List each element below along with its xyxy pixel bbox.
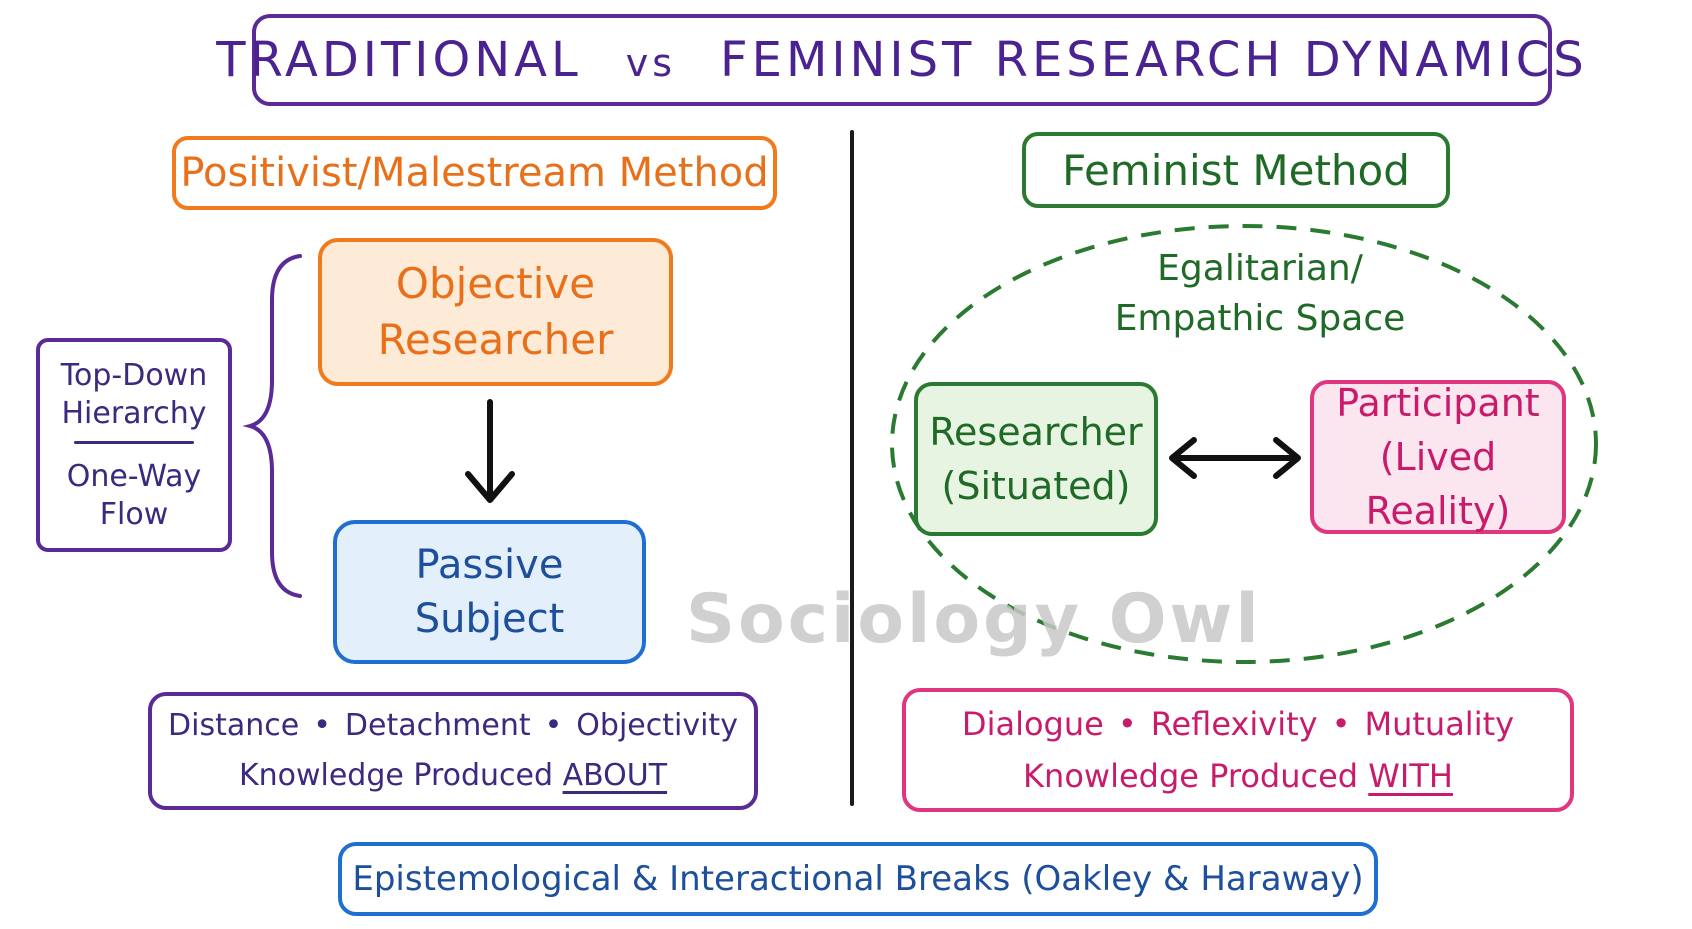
feminist-term: Mutuality (1364, 705, 1515, 743)
positivist-summary-box: Distance • Detachment • Objectivity Knowledg… (148, 692, 758, 810)
flow-line1: One-Way (66, 458, 202, 494)
positivist-term: Objectivity (576, 708, 738, 743)
hierarchy-brace (242, 254, 302, 598)
separator-dot: • (313, 708, 331, 743)
feminist-summary-box: Dialogue • Reflexivity • Mutuality Knowledge… (902, 688, 1574, 812)
flow-line2: Flow (99, 496, 169, 532)
space-label-line1: Egalitarian/ (1157, 248, 1363, 289)
feminist-term: Dialogue (961, 705, 1104, 743)
title-vs: vs (625, 41, 676, 85)
hierarchy-divider (74, 440, 194, 444)
positivist-summary-knowledge: Knowledge Produced ABOUT (239, 751, 667, 801)
participant-line2: (Lived Reality) (1365, 435, 1511, 533)
positivist-header-label: Positivist/Malestream Method (180, 150, 769, 196)
separator-dot: • (1331, 705, 1351, 743)
positivist-knowledge-emph: ABOUT (562, 758, 668, 793)
feminist-header-label: Feminist Method (1062, 145, 1410, 195)
egalitarian-space-label: Egalitarian/ Empathic Space (1080, 244, 1440, 344)
participant-line1: Participant (1336, 381, 1540, 425)
feminist-knowledge-emph: WITH (1368, 757, 1453, 795)
positivist-term: Distance (168, 708, 300, 743)
passive-subject-line2: Subject (414, 596, 565, 642)
title-right: FEMINIST RESEARCH DYNAMICS (720, 32, 1588, 88)
page-title: TRADITIONAL vs FEMINIST RESEARCH DYNAMICS (194, 32, 1609, 88)
feminist-header: Feminist Method (1022, 132, 1450, 208)
separator-dot: • (1117, 705, 1137, 743)
hierarchy-line1: Top-Down (60, 357, 208, 393)
separator-dot: • (544, 708, 563, 743)
passive-subject-box: Passive Subject (333, 520, 646, 664)
down-arrow-icon (465, 399, 515, 503)
passive-subject-line1: Passive (415, 542, 564, 588)
objective-researcher-box: Objective Researcher (318, 238, 673, 386)
egalitarian-space-ellipse (890, 224, 1598, 664)
footer-label: Epistemological & Interactional Breaks (… (352, 859, 1364, 899)
feminist-summary-knowledge: Knowledge Produced WITH (1023, 750, 1453, 802)
participant-box: Participant (Lived Reality) (1310, 380, 1566, 534)
watermark: Sociology Owl (686, 580, 1262, 659)
positivist-header: Positivist/Malestream Method (172, 136, 777, 210)
double-arrow-icon (1169, 437, 1301, 479)
hierarchy-box: Top-Down Hierarchy One-Way Flow (36, 338, 232, 552)
center-divider (850, 130, 854, 806)
situated-researcher-box: Researcher (Situated) (914, 382, 1158, 536)
situated-researcher-line2: (Situated) (941, 464, 1131, 508)
footer-box: Epistemological & Interactional Breaks (… (338, 842, 1378, 916)
title-left: TRADITIONAL (216, 32, 582, 88)
hierarchy-line2: Hierarchy (61, 395, 207, 431)
positivist-summary-terms: Distance • Detachment • Objectivity (168, 701, 738, 751)
feminist-knowledge-prefix: Knowledge Produced (1023, 757, 1359, 795)
situated-researcher-line1: Researcher (929, 410, 1143, 454)
space-label-line2: Empathic Space (1114, 298, 1406, 339)
objective-researcher-line1: Objective (395, 259, 596, 308)
feminist-summary-terms: Dialogue • Reflexivity • Mutuality (962, 698, 1514, 750)
objective-researcher-line2: Researcher (377, 315, 614, 364)
positivist-term: Detachment (344, 708, 531, 743)
positivist-knowledge-prefix: Knowledge Produced (238, 758, 554, 793)
feminist-term: Reflexivity (1150, 705, 1318, 743)
